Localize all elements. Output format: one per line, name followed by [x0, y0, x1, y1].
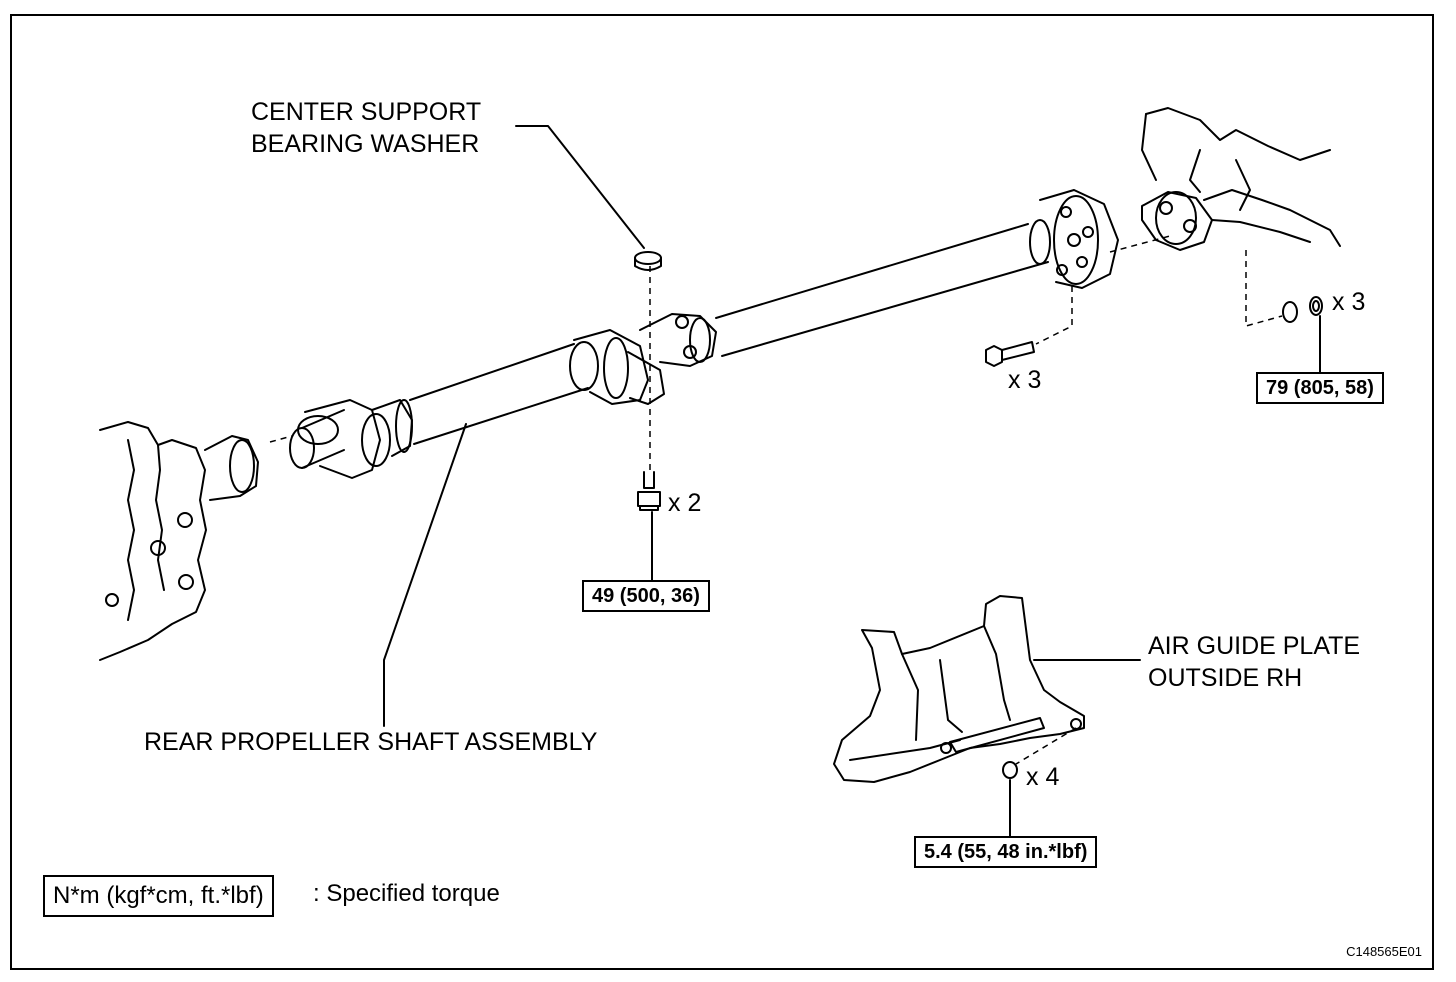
torque-diff-flange: 79 (805, 58): [1256, 372, 1384, 404]
legend-unit-box: N*m (kgf*cm, ft.*lbf): [43, 875, 274, 917]
plate-nut: [1002, 761, 1018, 779]
figure-code: C148565E01: [1346, 944, 1422, 959]
legend-meaning: : Specified torque: [313, 880, 500, 907]
diff-nut: [1309, 296, 1323, 316]
differential-housing: [1141, 107, 1341, 251]
torque-center-support: 49 (500, 36): [582, 580, 710, 612]
dash-plate-nut: [1015, 727, 1077, 765]
support-bolt: [637, 471, 661, 511]
center-support-label-2: BEARING WASHER: [251, 130, 480, 158]
dash-trans: [269, 435, 293, 443]
diff-nut-qty: x 3: [1332, 288, 1366, 316]
flange-bolt: [985, 341, 1035, 367]
dash-flange-bolt: [1035, 286, 1073, 345]
air-guide-plate: [833, 595, 1085, 783]
center-support-label-1: CENTER SUPPORT: [251, 98, 482, 126]
air-guide-label-1: AIR GUIDE PLATE: [1148, 632, 1361, 660]
diff-washer: [1282, 301, 1298, 323]
dash-coupling: [1109, 235, 1171, 253]
leader-shaft: [383, 423, 467, 727]
rear-shaft-label: REAR PROPELLER SHAFT ASSEMBLY: [144, 728, 598, 756]
air-guide-label-2: OUTSIDE RH: [1148, 664, 1303, 692]
transmission-housing: [99, 421, 259, 661]
plate-nut-qty: x 4: [1026, 763, 1060, 791]
torque-air-guide: 5.4 (55, 48 in.*lbf): [914, 836, 1098, 868]
support-bolt-qty: x 2: [668, 489, 702, 517]
propeller-shaft: [289, 189, 1119, 479]
diagram-frame: [10, 14, 1434, 970]
dash-diff-stud: [1245, 250, 1283, 327]
bearing-washer: [634, 251, 662, 271]
leader-washer: [515, 125, 645, 249]
flange-bolt-qty: x 3: [1008, 366, 1042, 394]
